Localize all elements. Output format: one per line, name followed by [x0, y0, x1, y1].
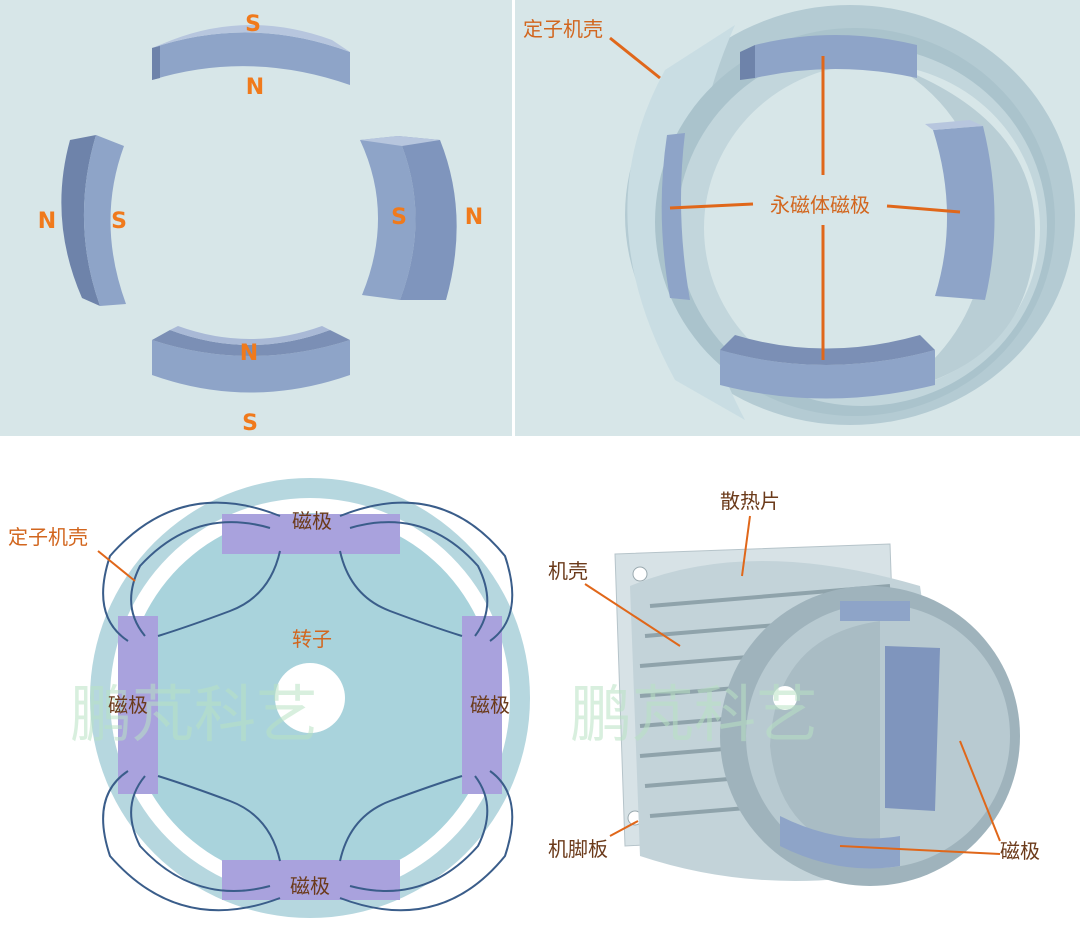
housing-left-magnet: [661, 133, 690, 300]
magnets-exploded-panel: S N N S S N N S: [0, 0, 512, 436]
left-outer-pole-label: N: [38, 209, 56, 234]
flux-diagram-panel: 鹏芃科艺 定子机壳 磁极 磁极 磁极 磁极 转子: [0, 436, 540, 930]
rotor-label: 转子: [292, 627, 332, 651]
motor-top-magnet: [840, 601, 910, 621]
cooling-fins-label: 散热片: [720, 489, 780, 513]
bottom-outer-pole-label: S: [242, 411, 258, 436]
motor-housing-panel: 鹏芃科艺 散热片 机壳 机脚板 磁极: [540, 436, 1080, 930]
bottom-inner-pole-label: N: [240, 341, 258, 366]
bottom-pole-label: 磁极: [290, 874, 330, 898]
left-magnet: [61, 135, 126, 306]
housing-bottom-magnet: [720, 335, 935, 399]
watermark-text: 鹏芃科艺: [70, 678, 318, 751]
top-magnet: [152, 25, 350, 85]
top-outer-pole-label: S: [245, 12, 261, 37]
right-pole-label: 磁极: [470, 693, 510, 717]
bottom-magnet: [152, 326, 350, 393]
bottom-pole-block: [222, 860, 400, 900]
motor-leader-lines: [584, 515, 1001, 855]
housing-top-magnet: [740, 35, 917, 80]
permanent-magnet-pole-label: 永磁体磁极: [770, 193, 870, 217]
motor-pole-label: 磁极: [1000, 839, 1040, 863]
stator-housing-panel: 定子机壳 永磁体磁极: [515, 0, 1080, 436]
flux-diagram-drawing: 鹏芃科艺 定子机壳 磁极 磁极 磁极 磁极 转子: [8, 478, 530, 918]
left-inner-pole-label: S: [111, 209, 127, 234]
housing-leader-lines: [609, 36, 961, 360]
top-pole-block: [222, 514, 400, 554]
right-pole-block: [462, 616, 502, 794]
motor-housing-label: 机壳: [548, 559, 588, 583]
foot-plate-label: 机脚板: [548, 837, 608, 861]
motor-bottom-magnet: [780, 816, 900, 869]
right-inner-pole-label: S: [391, 205, 407, 230]
stator-housing-drawing: 定子机壳 永磁体磁极: [523, 5, 1075, 425]
bore-hole-icon: [773, 686, 797, 710]
flux-lines: [102, 501, 514, 912]
right-outer-pole-label: N: [465, 205, 483, 230]
magnets-exploded-drawing: S N N S S N N S: [38, 12, 483, 436]
right-magnet: [360, 136, 457, 300]
motor-housing-drawing: 鹏芃科艺 散热片 机壳 机脚板 磁极: [548, 489, 1040, 886]
flux-stator-housing-label: 定子机壳: [8, 525, 88, 549]
shell-leader-line: [97, 550, 136, 582]
rotor-shaft-hole: [275, 663, 345, 733]
left-pole-block: [118, 616, 158, 794]
top-inner-pole-label: N: [246, 75, 264, 100]
motor-right-magnet: [885, 646, 940, 811]
left-pole-label: 磁极: [108, 693, 148, 717]
stator-housing-label: 定子机壳: [523, 17, 603, 41]
mount-hole-icon: [632, 566, 648, 582]
top-pole-label: 磁极: [292, 509, 332, 533]
watermark-text: 鹏芃科艺: [570, 678, 818, 751]
housing-right-magnet: [925, 120, 995, 300]
